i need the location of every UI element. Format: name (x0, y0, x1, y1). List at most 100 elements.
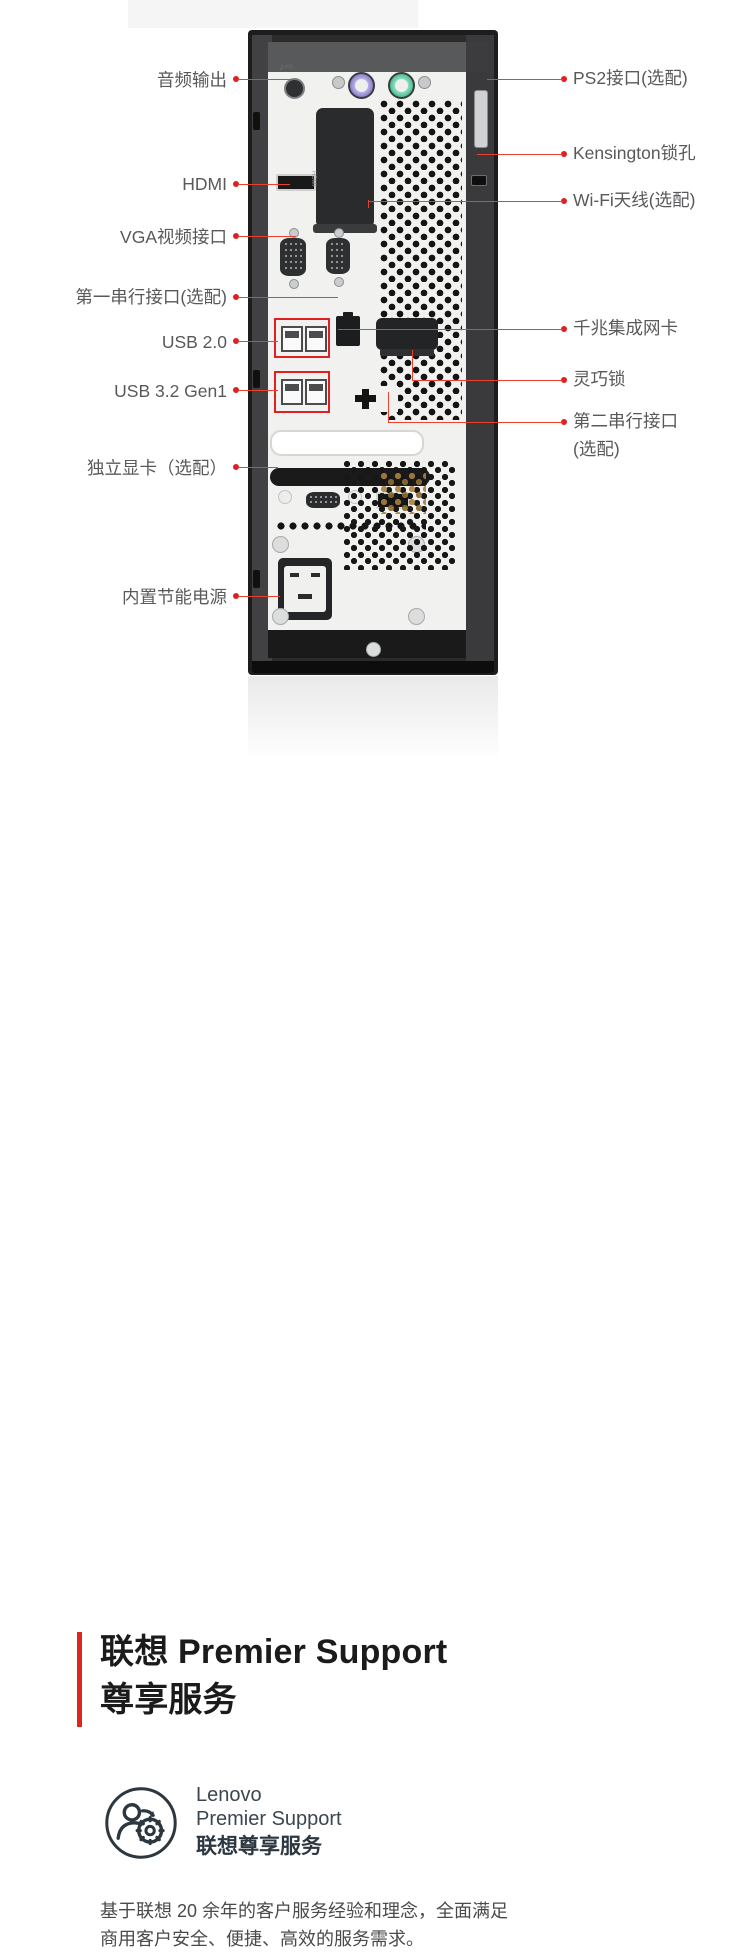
psu-screw-top-left (272, 536, 289, 553)
callout-label-serial-1: 第一串行接口(选配) (75, 287, 227, 307)
callout-label-discrete-gpu: 独立显卡（选配） (87, 458, 227, 478)
wifi-antenna-tab-icon (474, 90, 488, 148)
expansion-slot-blank (270, 430, 424, 456)
callout-dot-discrete-gpu (233, 464, 239, 470)
callout-label-serial-2-optional: (选配) (573, 439, 620, 459)
callout-line-vga (238, 235, 296, 237)
callout-dot-smart-lock (561, 377, 567, 383)
callout-line-smart-lock-v (412, 350, 414, 380)
premier-support-person-gear-icon (103, 1785, 179, 1861)
smart-lock-module (376, 318, 438, 356)
power-inlet-c14-port (278, 558, 332, 620)
callout-label-hdmi: HDMI (182, 174, 227, 194)
chassis-left-rail (252, 35, 272, 669)
usb20-port-b (305, 326, 327, 352)
section-description-line-1: 基于联想 20 余年的客户服务经验和理念，全面满足 (100, 1901, 509, 1921)
premier-support-section: 联想 Premier Support 尊享服务 Lenovo Premier S… (0, 790, 750, 1949)
callout-label-audio-out: 音频输出 (157, 70, 227, 90)
serial-screw-bottom (334, 277, 344, 287)
usb32-port-b (305, 379, 327, 405)
callout-line-usb20 (238, 340, 278, 342)
chassis-bottom-screw (366, 642, 381, 657)
callout-label-wifi-antenna: Wi-Fi天线(选配) (573, 190, 696, 210)
callout-dot-serial-2 (561, 419, 567, 425)
badge-product-line: Premier Support (196, 1808, 342, 1831)
audio-out-glyph-icon: ♪⇨ (279, 61, 294, 73)
desktop-rear-panel-image: ♪⇨ HDMI (248, 30, 498, 675)
callout-label-serial-2: 第二串行接口 (573, 411, 678, 431)
callout-label-smart-lock: 灵巧锁 (573, 369, 626, 389)
callout-line-usb32 (238, 389, 278, 391)
section-title: 联想 Premier Support 尊享服务 (100, 1628, 700, 1725)
callout-line-smart-lock (412, 379, 563, 381)
callout-line-discrete-gpu (238, 466, 278, 468)
callout-dot-hdmi (233, 181, 239, 187)
gpu-screw-left (278, 490, 292, 504)
callout-line-audio-out (238, 78, 292, 80)
callout-line-wifi-antenna-v (368, 200, 370, 208)
callout-line-serial-1 (238, 296, 338, 298)
side-notch-lower (253, 570, 260, 588)
usb32-port-a (281, 379, 303, 405)
callout-dot-kensington (561, 151, 567, 157)
callout-line-serial-2 (388, 421, 563, 423)
background-band (128, 0, 418, 28)
section-title-line-2: 尊享服务 (100, 1681, 237, 1720)
usb20-port-a (281, 326, 303, 352)
callout-line-wifi-antenna (368, 200, 563, 202)
audio-out-jack-port (284, 78, 305, 99)
section-description-line-2: 商用客户安全、便捷、高效的服务需求。 (100, 1928, 424, 1949)
callout-line-psu (238, 595, 280, 597)
ventilation-honeycomb-upper (380, 100, 462, 420)
chassis-top-bar (268, 42, 488, 72)
hdmi-port-marking: HDMI (310, 171, 316, 187)
callout-label-usb20: USB 2.0 (161, 332, 227, 352)
side-notch-mid (253, 370, 260, 388)
gpu-vga-port (306, 492, 340, 508)
callout-line-serial-2-v (388, 392, 390, 422)
usb32-highlight-box (274, 371, 330, 413)
callout-dot-vga (233, 233, 239, 239)
serial-port-1 (326, 238, 350, 274)
badge-brand-line: Lenovo (196, 1784, 262, 1806)
ethernet-rj45-port (336, 312, 360, 346)
ps2-keyboard-port (348, 72, 375, 99)
callout-dot-ps2 (561, 76, 567, 82)
plate-screw-left (332, 76, 345, 89)
vga-screw-bottom (289, 279, 299, 289)
callout-dot-wifi-antenna (561, 198, 567, 204)
section-title-line-1: 联想 Premier Support (100, 1633, 448, 1671)
callout-label-usb32: USB 3.2 Gen1 (114, 381, 227, 401)
psu-internal-glow (380, 472, 426, 514)
badge-text-block: Lenovo Premier Support 联想尊享服务 (196, 1783, 342, 1860)
side-notch-upper (253, 112, 260, 130)
io-shield-cover (313, 108, 377, 233)
section-accent-bar (77, 1632, 82, 1727)
usb20-highlight-box (274, 318, 330, 358)
callout-dot-gigabit-lan (561, 326, 567, 332)
callout-line-hdmi (238, 183, 290, 185)
callout-line-gigabit-lan (338, 328, 563, 330)
plate-screw-right (418, 76, 431, 89)
section-description: 基于联想 20 余年的客户服务经验和理念，全面满足 商用客户安全、便捷、高效的服… (100, 1898, 700, 1954)
chassis-foot (252, 661, 494, 673)
psu-screw-bottom-left (272, 608, 289, 625)
psu-screw-bottom-right (408, 608, 425, 625)
callout-dot-audio-out (233, 76, 239, 82)
callout-line-ps2 (487, 78, 563, 80)
badge-chinese-line: 联想尊享服务 (196, 1834, 322, 1858)
vga-port (280, 238, 306, 276)
ps2-mouse-port (388, 72, 415, 99)
callout-label-kensington: Kensington锁孔 (573, 143, 696, 163)
callout-dot-usb32 (233, 387, 239, 393)
callout-label-ps2: PS2接口(选配) (573, 68, 688, 88)
rear-io-diagram: ♪⇨ HDMI (0, 0, 750, 790)
callout-label-vga: VGA视频接口 (120, 227, 227, 247)
hdmi-port (276, 174, 316, 191)
kensington-lock-slot-icon (471, 175, 487, 186)
chassis-reflection (248, 676, 498, 761)
vga-screw-top (289, 228, 299, 238)
callout-line-kensington (477, 153, 563, 155)
callout-label-gigabit-lan: 千兆集成网卡 (573, 318, 678, 338)
